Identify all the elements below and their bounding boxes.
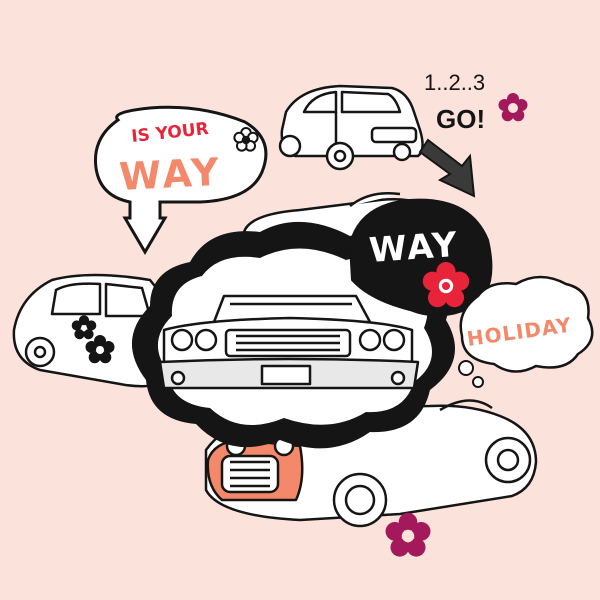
flower-icon [71, 315, 97, 340]
holiday-thought-cloud: HOLIDAY [458, 275, 594, 388]
flower-icon [233, 126, 259, 152]
car-icon [278, 84, 424, 171]
go-text: GO! [436, 104, 485, 134]
flower-icon [385, 512, 431, 557]
countdown-text: 1..2..3 [424, 70, 485, 95]
way-badge: WAY [348, 198, 493, 317]
flower-icon [498, 93, 528, 122]
left-speech-bubble: IS YOUR WAY [93, 105, 268, 255]
arrow-curved-icon [418, 138, 476, 198]
flower-icon [85, 335, 115, 364]
flower-icon [422, 262, 470, 308]
way-left-text: WAY [118, 150, 223, 199]
car-icon [158, 294, 420, 390]
